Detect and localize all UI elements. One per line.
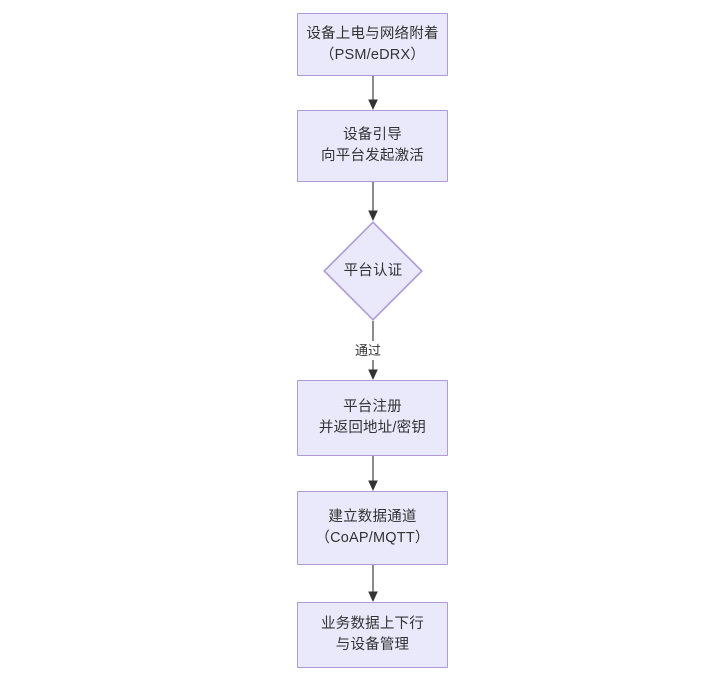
edge-boot-to-auth bbox=[368, 182, 378, 221]
node-data-line-2: 与设备管理 bbox=[335, 637, 410, 653]
node-establish-data-channel[interactable]: 建立数据通道 （CoAP/MQTT） bbox=[297, 491, 448, 565]
node-boot-line-2: 向平台发起激活 bbox=[321, 148, 424, 164]
node-power-line-2: （PSM/eDRX） bbox=[319, 46, 426, 63]
node-data-line-1: 业务数据上下行 bbox=[321, 616, 424, 632]
node-auth-line-1: 平台认证 bbox=[343, 262, 403, 279]
edge-channel-to-data bbox=[368, 565, 378, 602]
node-power-line-1: 设备上电与网络附着 bbox=[306, 25, 439, 42]
node-device-power-on[interactable]: 设备上电与网络附着 （PSM/eDRX） bbox=[297, 13, 448, 76]
node-channel-line-2: （CoAP/MQTT） bbox=[315, 530, 430, 546]
node-business-data-and-device-management[interactable]: 业务数据上下行 与设备管理 bbox=[297, 602, 448, 668]
node-platform-authentication[interactable]: 平台认证 bbox=[323, 221, 423, 321]
edge-power-to-boot bbox=[368, 76, 378, 110]
edge-label-auth-pass: 通过 bbox=[352, 341, 385, 360]
diamond-shape-icon bbox=[323, 221, 423, 321]
node-channel-line-1: 建立数据通道 bbox=[328, 509, 417, 525]
node-reg-line-1: 平台注册 bbox=[343, 399, 402, 415]
edge-reg-to-channel bbox=[368, 456, 378, 491]
node-reg-line-2: 并返回地址/密钥 bbox=[318, 420, 427, 436]
node-boot-line-1: 设备引导 bbox=[343, 127, 402, 143]
node-device-bootstrap[interactable]: 设备引导 向平台发起激活 bbox=[297, 110, 448, 182]
node-platform-registration[interactable]: 平台注册 并返回地址/密钥 bbox=[297, 380, 448, 456]
